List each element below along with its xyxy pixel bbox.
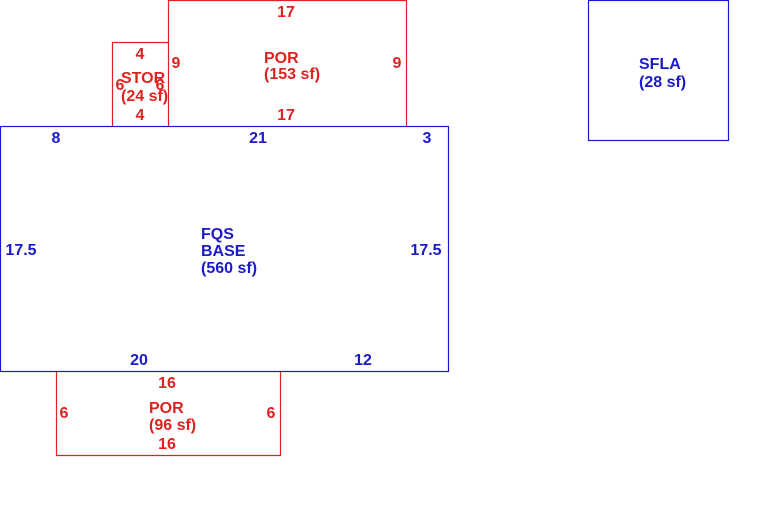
por-bottom-name: POR (149, 400, 184, 417)
sfla-area: (28 sf) (639, 74, 686, 91)
por-bottom-label: POR (96 sf) (149, 400, 196, 434)
por-top-outline (167, 0, 408, 126)
stor-name: STOR (121, 70, 166, 87)
stor-outline (111, 41, 169, 126)
por-bottom-area: (96 sf) (149, 417, 196, 434)
por-bottom-dim-bottom: 16 (158, 436, 176, 453)
stor-dim-bottom: 4 (136, 107, 145, 124)
por-top-name: POR (264, 50, 299, 67)
base-dim-bottom-b: 12 (354, 352, 372, 369)
por-top-dim-bottom: 17 (277, 107, 295, 124)
base-dim-top-a: 8 (52, 130, 61, 147)
stor-area: (24 sf) (121, 88, 168, 105)
stor-dim-right: 6 (156, 77, 165, 94)
por-top-dim-top: 17 (277, 4, 295, 21)
por-top-dim-left: 9 (172, 55, 181, 72)
por-bottom-outline (55, 372, 282, 457)
base-outline (0, 125, 450, 373)
base-dim-right: 17.5 (410, 242, 441, 259)
stor-dim-left: 6 (116, 77, 125, 94)
base-dim-bottom-a: 20 (130, 352, 148, 369)
por-bottom-dim-top: 16 (158, 375, 176, 392)
base-label: FQS BASE (560 sf) (201, 226, 257, 277)
por-top-dim-right: 9 (393, 55, 402, 72)
por-top-area: (153 sf) (264, 66, 320, 83)
base-dim-top-c: 3 (423, 130, 432, 147)
base-area: (560 sf) (201, 260, 257, 277)
por-top-label: POR (153 sf) (264, 50, 320, 83)
base-label-line1: FQS (201, 226, 234, 243)
base-label-line2: BASE (201, 243, 246, 260)
por-bottom-dim-left: 6 (60, 405, 69, 422)
sfla-label: SFLA (28 sf) (639, 56, 686, 91)
base-dim-left: 17.5 (5, 242, 36, 259)
sfla-outline (587, 0, 730, 142)
sfla-name: SFLA (639, 56, 681, 73)
stor-dim-top: 4 (136, 46, 145, 63)
por-bottom-dim-right: 6 (267, 405, 276, 422)
stor-label: STOR (24 sf) (121, 70, 168, 105)
base-dim-top-b: 21 (249, 130, 267, 147)
